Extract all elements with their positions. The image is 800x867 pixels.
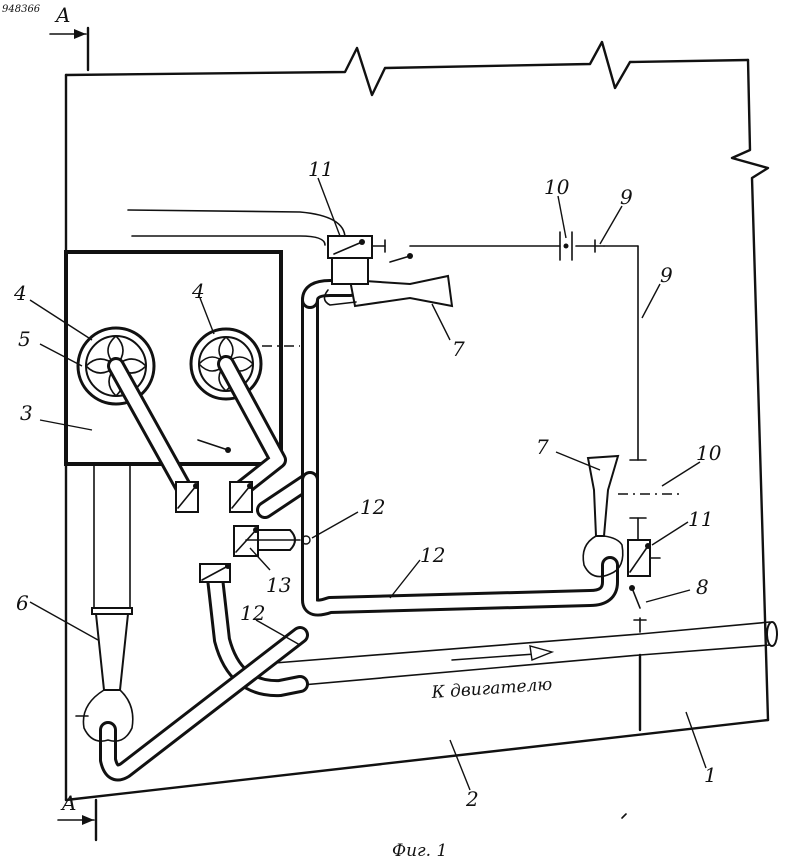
- label-12-upper: 12: [360, 495, 385, 519]
- pipe-12-horizontal: [310, 480, 610, 608]
- label-7-lower: 7: [536, 435, 549, 459]
- section-marker-top: A: [50, 3, 88, 70]
- speck: [622, 814, 626, 818]
- housing-top-wall: [66, 42, 748, 95]
- section-label-top: A: [54, 3, 70, 27]
- label-12-lower: 12: [240, 601, 265, 625]
- ejector-7-lower: [583, 456, 623, 577]
- valve-left: [176, 482, 199, 512]
- label-12-mid: 12: [420, 543, 445, 567]
- engine-supply-pipe: К двигателю: [262, 622, 777, 703]
- valve-bottom: [200, 563, 231, 582]
- pipe-12-loop: [108, 578, 300, 772]
- label-10-top: 10: [544, 175, 570, 199]
- label-11-top: 11: [308, 157, 333, 181]
- label-3: 3: [20, 401, 33, 425]
- figure-caption: Фиг. 1: [392, 841, 447, 861]
- section-label-bottom: A: [60, 791, 76, 815]
- label-8: 8: [696, 575, 709, 599]
- valve-right: [230, 482, 253, 512]
- engine-flow-label: К двигателю: [430, 675, 553, 703]
- ejector-6: [76, 464, 133, 741]
- control-linkage: [410, 232, 680, 540]
- label-11-right: 11: [688, 507, 713, 531]
- label-4-left: 4: [13, 281, 27, 305]
- label-10-right: 10: [696, 441, 722, 465]
- label-9-top: 9: [620, 185, 633, 209]
- label-13: 13: [266, 573, 291, 597]
- label-7-top: 7: [452, 337, 465, 361]
- label-5: 5: [18, 327, 31, 351]
- valve-8-lever: [629, 585, 646, 632]
- label-2: 2: [465, 787, 479, 811]
- corner-mark: 948366: [2, 4, 41, 15]
- valve-11-upper: [328, 236, 413, 284]
- label-9-right: 9: [660, 263, 673, 287]
- air-intake-duct: [128, 210, 345, 245]
- valve-13: [234, 526, 310, 556]
- housing-right-wall: [732, 60, 768, 720]
- label-6: 6: [16, 591, 29, 615]
- label-1: 1: [704, 763, 717, 787]
- valve-11-lower: [628, 540, 660, 576]
- panel-flap: [198, 440, 231, 453]
- label-4-right: 4: [191, 279, 205, 303]
